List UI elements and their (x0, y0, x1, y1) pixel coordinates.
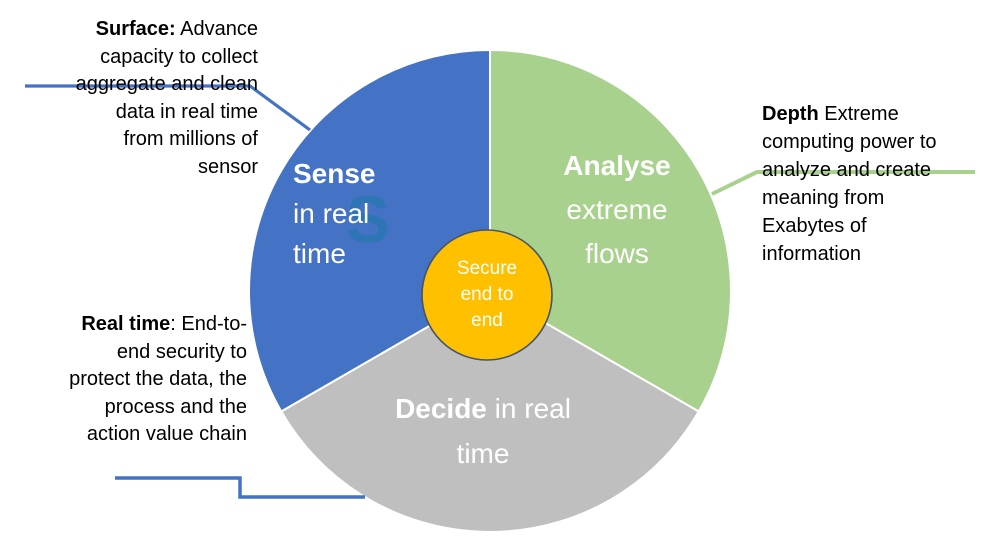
analyse-label-line1: Analyse (563, 150, 671, 181)
depth-annotation-line4: meaning from (762, 187, 885, 209)
depth-annotation-line2: computing power to (762, 131, 937, 153)
depth-annotation-line5: Exabytes of (762, 215, 867, 237)
realtime-annotation-line4: process and the (104, 395, 247, 418)
surface-annotation-line4: data in real time (115, 100, 258, 123)
secure-hub-line2: end to (460, 284, 514, 305)
sense-label-line3: time (293, 238, 346, 269)
realtime-callout-line (115, 476, 365, 499)
surface-callout-line (25, 84, 311, 132)
depth-annotation-line3: analyze and create (762, 159, 932, 181)
realtime-annotation-line1: Real time: End-to- (81, 313, 247, 335)
segment-decide (279, 289, 701, 533)
realtime-annotation-line5: action value chain (86, 423, 247, 445)
decide-segment-label: Decide in real time (333, 386, 633, 476)
secure-hub-line3: end (471, 310, 503, 331)
secure-hub-circle (421, 229, 553, 361)
surface-annotation-line5: from millions of (123, 128, 258, 150)
realtime-annotation-line2: end security to (116, 340, 247, 363)
sense-label-line1: Sense (293, 158, 376, 189)
depth-annotation: Depth Extreme computing power to analyze… (762, 100, 937, 268)
analyse-label-line3: flows (585, 238, 649, 269)
analyse-segment-label: Analyse extreme flows (517, 144, 717, 276)
decide-label-line1: Decide in real (395, 393, 571, 424)
analyse-label-line2: extreme (566, 194, 668, 225)
depth-annotation-line6: information (762, 243, 861, 265)
realtime-annotation: Real time: End-to- end security to prote… (69, 311, 247, 449)
realtime-annotation-line3: protect the data, the (69, 368, 247, 390)
segment-analyse (489, 48, 732, 413)
surface-annotation: Surface: Advance capacity to collect agg… (76, 16, 258, 181)
secure-hub-line1: Secure (456, 258, 518, 279)
surface-annotation-line6: sensor (197, 155, 258, 178)
secure-hub-label: Secure end to end (422, 230, 552, 360)
sense-label-line2: in real (293, 198, 370, 229)
background-letter-watermark: S (346, 182, 391, 256)
depth-annotation-line1: Depth Extreme (762, 103, 899, 125)
surface-annotation-line1: Surface: Advance (95, 18, 258, 40)
surface-annotation-line2: capacity to collect (100, 45, 258, 68)
decide-label-line2: time (456, 438, 510, 469)
surface-annotation-line3: aggregate and clean (75, 73, 258, 95)
depth-callout-line (711, 170, 975, 196)
sense-segment-label: Sense in real time (293, 154, 376, 274)
